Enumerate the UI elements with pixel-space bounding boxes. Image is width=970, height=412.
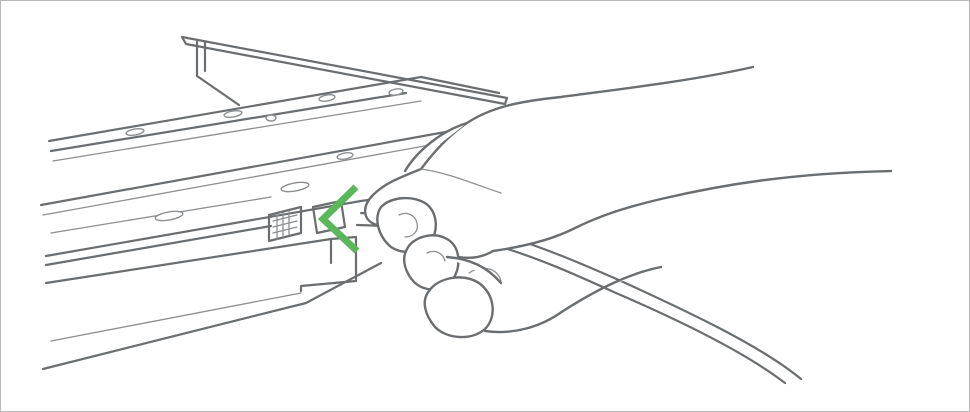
back-rail	[182, 37, 507, 105]
hand	[365, 67, 891, 337]
chevron-left-icon	[323, 187, 357, 251]
